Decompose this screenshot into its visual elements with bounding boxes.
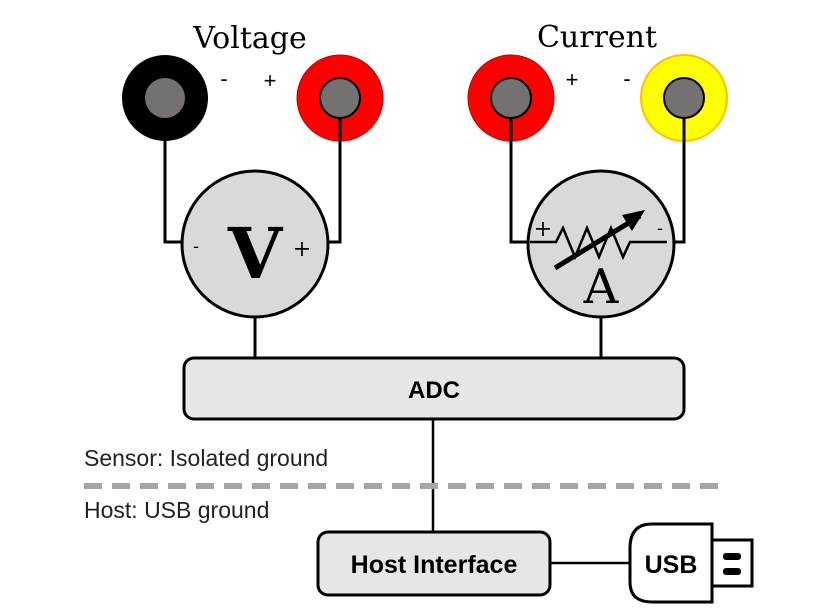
current-minus-terminal[interactable] bbox=[640, 54, 728, 142]
adc-block: ADC bbox=[182, 356, 686, 421]
ammeter-plus: + bbox=[534, 217, 552, 242]
sensor-ground-label: Sensor: Isolated ground bbox=[84, 445, 328, 471]
ammeter-body bbox=[526, 169, 676, 319]
ammeter-symbol: A bbox=[583, 259, 620, 315]
current-minus-label: - bbox=[623, 66, 630, 91]
resistor-arrow-shaft bbox=[553, 213, 642, 271]
adc-label: ADC bbox=[408, 377, 460, 404]
current-title: Current bbox=[537, 20, 657, 55]
voltmeter-body bbox=[180, 169, 330, 319]
usb-label: USB bbox=[645, 551, 698, 579]
voltage-minus-terminal[interactable] bbox=[122, 55, 208, 141]
resistor-arrow-head bbox=[622, 210, 645, 231]
voltmeter-plus: + bbox=[293, 237, 311, 262]
voltage-minus-label: - bbox=[220, 66, 227, 91]
voltmeter: V - + bbox=[180, 169, 330, 319]
voltmeter-symbol: V bbox=[227, 212, 284, 295]
terminal-core bbox=[490, 77, 532, 119]
terminal-core bbox=[145, 78, 185, 118]
terminal-core bbox=[319, 77, 361, 119]
voltage-plus-label: + bbox=[264, 68, 277, 93]
terminal-leads bbox=[338, 118, 686, 142]
voltage-title: Voltage bbox=[192, 21, 306, 56]
host-ground-label: Host: USB ground bbox=[84, 497, 269, 523]
voltmeter-minus: - bbox=[193, 236, 199, 257]
current-plus-label: + bbox=[566, 67, 579, 92]
ammeter: A + - bbox=[526, 169, 676, 319]
terminal-core bbox=[663, 77, 705, 119]
usb-plug-icon: USB bbox=[628, 522, 754, 604]
ammeter-minus: - bbox=[657, 218, 663, 239]
host-interface-label: Host Interface bbox=[351, 551, 518, 579]
host-interface-block: Host Interface bbox=[316, 530, 552, 597]
